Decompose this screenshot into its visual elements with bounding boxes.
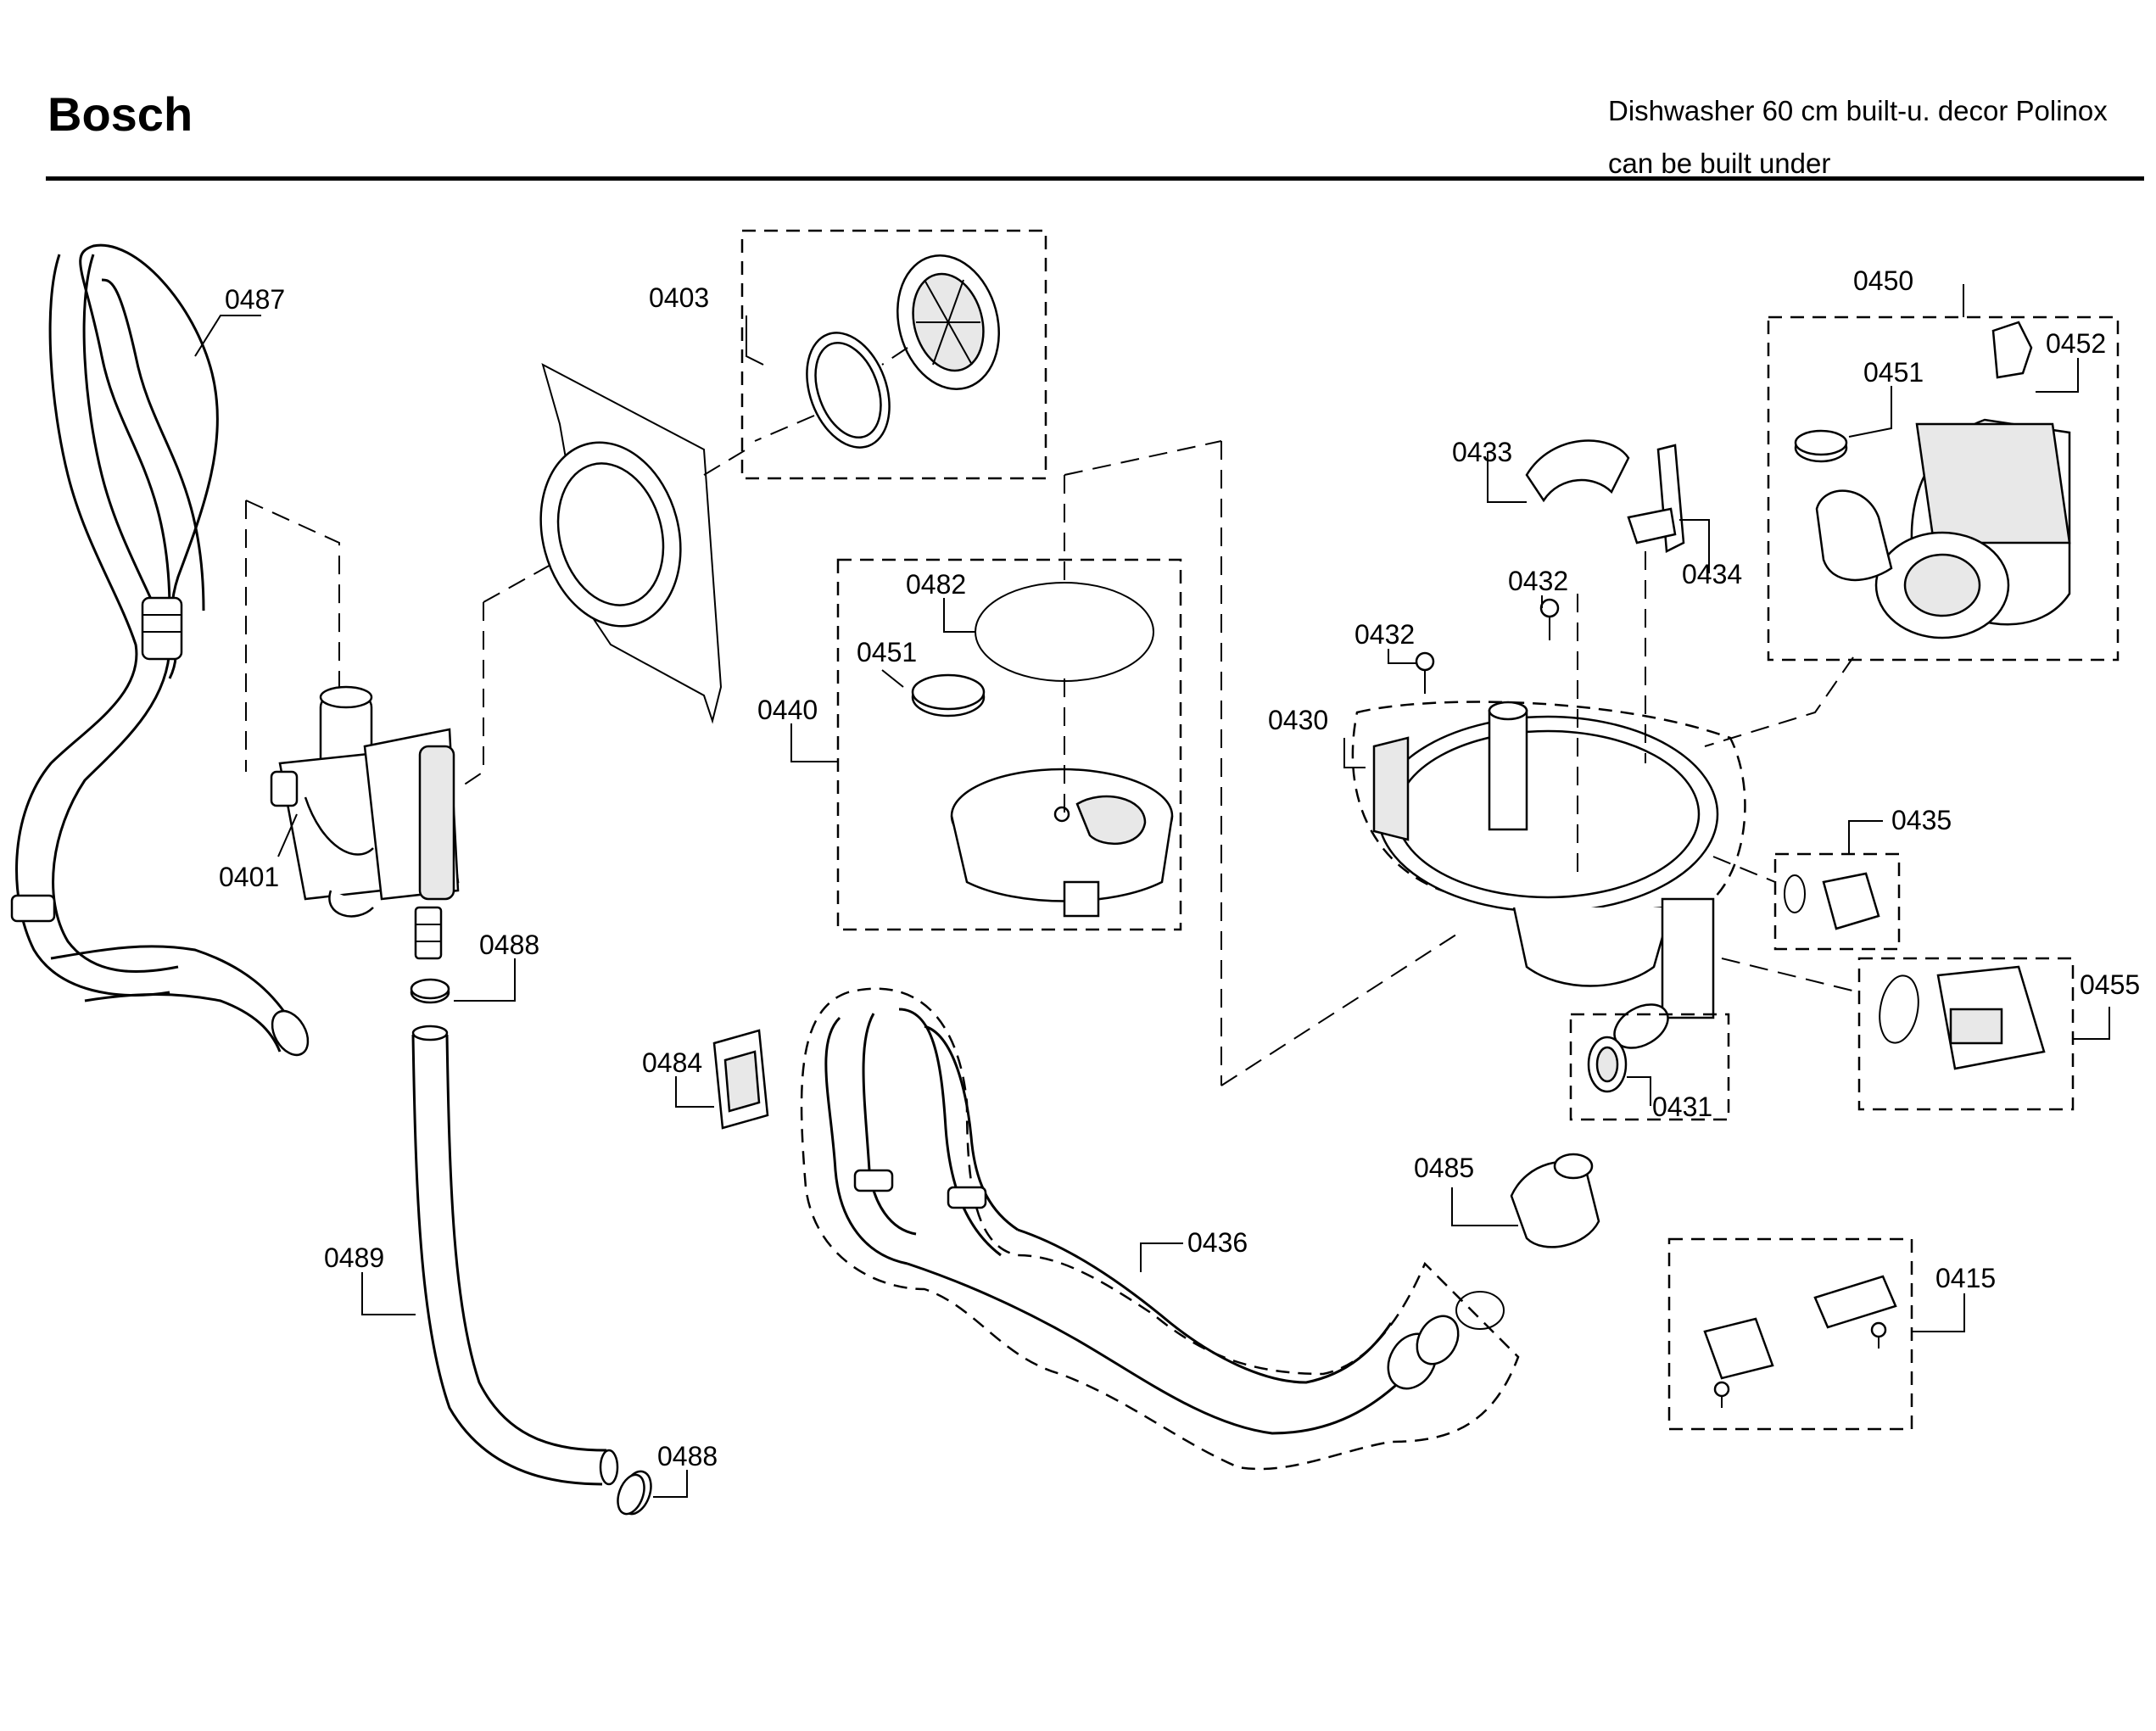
part-0450-pump-group [1704, 315, 2120, 747]
part-0487-drain-hose [10, 243, 310, 1057]
part-0401-valve-assembly [245, 500, 561, 960]
callout-0484: 0484 [642, 1047, 702, 1078]
part-0488-clamp-lower [617, 1470, 652, 1516]
callout-0431: 0431 [1652, 1092, 1712, 1122]
part-seal-sheet [539, 363, 747, 724]
callout-0450: 0450 [1853, 265, 1913, 296]
part-0431-filter [1569, 1013, 1730, 1121]
part-0484-clip [712, 1029, 769, 1130]
callout-0433: 0433 [1452, 437, 1512, 467]
callout-0415: 0415 [1935, 1263, 1996, 1293]
model-line-2: can be built under [1608, 148, 1831, 179]
part-0430-sump [1351, 551, 1746, 1049]
callout-0455: 0455 [2080, 969, 2140, 1000]
callout-0488-lower: 0488 [657, 1441, 718, 1471]
part-0489-hose [411, 1025, 619, 1486]
callout-0403: 0403 [649, 282, 709, 313]
brand-title: Bosch [47, 87, 193, 141]
callout-0436: 0436 [1187, 1227, 1248, 1258]
part-0434-clip [1627, 444, 1685, 553]
callout-0452: 0452 [2046, 328, 2106, 359]
callout-0401: 0401 [219, 862, 279, 892]
part-0433-bracket [1525, 439, 1630, 503]
part-0432-screws [1415, 598, 1560, 694]
callout-0451-right: 0451 [1863, 357, 1924, 388]
callout-0451-left: 0451 [857, 637, 917, 667]
part-0485-end-cap [1510, 1153, 1600, 1248]
callout-0435: 0435 [1891, 805, 1952, 835]
part-0403-group [740, 229, 1047, 480]
part-0488-clamp-upper [410, 978, 450, 1004]
model-description: Dishwasher 60 cm built-u. decor Polinox … [1608, 85, 2108, 190]
callout-0430: 0430 [1268, 705, 1328, 735]
part-0455-drain-pump [1721, 957, 2075, 1111]
callout-0482: 0482 [906, 569, 966, 600]
callout-0488-upper: 0488 [479, 930, 539, 960]
callout-0485: 0485 [1414, 1153, 1474, 1183]
leader-lines [194, 284, 2110, 1498]
callout-labels: 0487 0403 0401 0488 0489 0488 0482 0451 … [219, 265, 2140, 1471]
callout-0432-upper: 0432 [1508, 566, 1568, 596]
callout-0489: 0489 [324, 1242, 384, 1273]
part-0415-bracket-group [1667, 1237, 1913, 1431]
callout-0432-lower: 0432 [1354, 619, 1415, 650]
part-0436-drain-hose [800, 987, 1520, 1471]
part-0440-group [836, 440, 1460, 1086]
header-rule [46, 176, 2144, 181]
part-0435-sensor-group [1712, 852, 1901, 951]
callout-0434: 0434 [1682, 559, 1742, 589]
callout-0487: 0487 [225, 284, 285, 315]
callout-0440: 0440 [757, 695, 818, 725]
model-line-1: Dishwasher 60 cm built-u. decor Polinox [1608, 95, 2108, 126]
